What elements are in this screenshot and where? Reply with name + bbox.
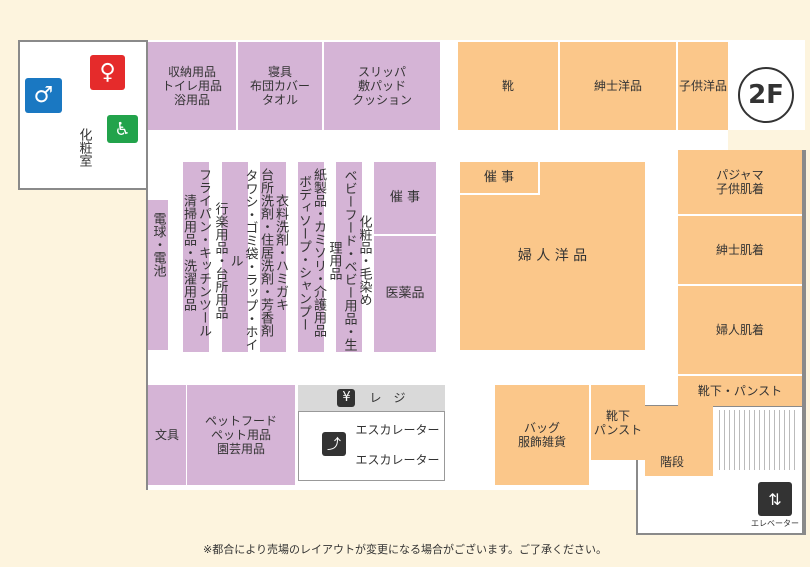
zone-paper-goods[interactable]: 紙製品・カミソリ・介護用品 ボディソープ・シャンプー <box>296 162 326 352</box>
corridor-right <box>728 130 808 150</box>
elevator-label: エレベーター <box>751 519 799 528</box>
escalator-up[interactable]: エスカレーター <box>355 423 440 437</box>
zone-event-purple[interactable]: 催 事 <box>374 162 436 234</box>
accessible-toilet-icon: ♿ <box>107 115 138 143</box>
zone-kitchen-goods[interactable]: タワシ・ゴミ袋・ラップ・ホイル 行楽用品・台所用品 <box>213 162 258 352</box>
zone-medicine[interactable]: 医薬品 <box>374 236 436 352</box>
stairs-label: 階段 <box>659 455 684 469</box>
zone-pajamas[interactable]: パジャマ 子供肌着 <box>678 150 802 214</box>
zone-cosmetics[interactable]: 化粧品・毛染め ベビーフード・ベビー用品・生理用品 <box>327 162 372 352</box>
zone-bulbs[interactable]: 電球・電池 <box>148 200 168 350</box>
floor-badge: 2F <box>738 67 794 123</box>
restroom-label: 化粧室 <box>76 128 92 167</box>
register-label: レ ジ <box>369 391 406 405</box>
escalator-icon: ⤴ <box>322 432 346 456</box>
zone-storage[interactable]: 収納用品 トイレ用品 浴用品 <box>148 42 236 130</box>
elevator-icon[interactable]: ⇅ <box>758 482 792 516</box>
zone-mens-wear[interactable]: 紳士洋品 <box>560 42 676 130</box>
zone-socks[interactable]: 靴下 パンスト <box>591 385 645 460</box>
building-wall <box>146 40 148 490</box>
female-toilet-icon: ♀ <box>90 55 125 90</box>
zone-slippers[interactable]: スリッパ 敷パッド クッション <box>324 42 440 130</box>
corridor <box>148 130 728 160</box>
zone-event-orange[interactable]: 催 事 <box>460 162 540 195</box>
male-toilet-icon: ♂ <box>25 78 62 113</box>
zone-bags[interactable]: バッグ 服飾雑貨 <box>495 385 589 485</box>
register[interactable]: ¥ レ ジ <box>298 385 445 411</box>
zone-womens-underwear[interactable]: 婦人肌着 <box>678 286 802 374</box>
right-wall <box>802 150 806 535</box>
escalator-down[interactable]: エスカレーター <box>355 453 440 467</box>
zone-kids-wear[interactable]: 子供洋品 <box>678 42 728 130</box>
zone-kitchen-tools[interactable]: フライパン・キッチンツール 清掃用品・洗濯用品 <box>181 162 211 352</box>
zone-shoes[interactable]: 靴 <box>458 42 558 130</box>
zone-stationery[interactable]: 文具 <box>148 385 186 485</box>
footnote: ※都合により売場のレイアウトが変更になる場合がございます。ご了承ください。 <box>203 543 607 556</box>
stairs-icon <box>715 410 795 470</box>
zone-socks-lower <box>645 406 713 476</box>
zone-detergents[interactable]: 衣料洗剤・ハミガキ 台所洗剤・住居洗剤・芳香剤 <box>258 162 288 352</box>
zone-bedding[interactable]: 寝具 布団カバー タオル <box>238 42 322 130</box>
zone-socks-right[interactable]: 靴下・パンスト <box>678 376 802 406</box>
zone-mens-underwear[interactable]: 紳士肌着 <box>678 216 802 284</box>
zone-pet-garden[interactable]: ペットフード ペット用品 園芸用品 <box>187 385 295 485</box>
yen-icon: ¥ <box>337 389 356 407</box>
